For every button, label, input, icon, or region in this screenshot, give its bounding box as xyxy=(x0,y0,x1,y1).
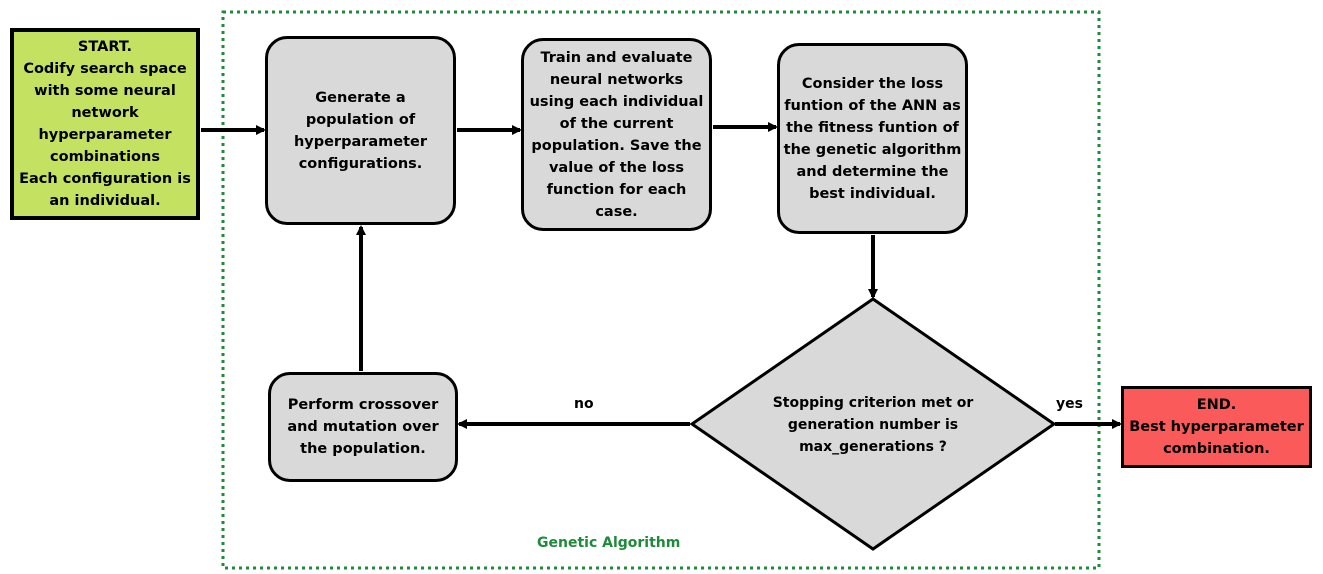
decision-diamond xyxy=(689,297,1057,551)
end-node-text: END. Best hyperparameter combination. xyxy=(1129,397,1304,457)
genetic-algorithm-group-border xyxy=(221,10,1101,570)
crossover-mutation-node: Perform crossover and mutation over the … xyxy=(268,372,458,482)
start-node: START. Codify search space with some neu… xyxy=(10,28,200,220)
generate-population-node: Generate a population of hyperparameter … xyxy=(265,36,456,225)
genetic-algorithm-label: Genetic Algorithm xyxy=(537,535,681,551)
train-evaluate-node: Train and evaluate neural networks using… xyxy=(521,38,712,231)
fitness-function-node: Consider the loss funtion of the ANN as … xyxy=(777,43,968,234)
start-node-text: START. Codify search space with some neu… xyxy=(19,39,191,209)
fitness-function-text: Consider the loss funtion of the ANN as … xyxy=(783,75,962,202)
generate-population-text: Generate a population of hyperparameter … xyxy=(293,89,428,172)
end-node: END. Best hyperparameter combination. xyxy=(1121,386,1312,468)
train-evaluate-text: Train and evaluate neural networks using… xyxy=(529,49,704,220)
decision-node-label: Stopping criterion met or generation num… xyxy=(740,370,1006,480)
edge-label-yes: yes xyxy=(1056,396,1083,412)
edge-label-no: no xyxy=(574,396,594,412)
decision-text: Stopping criterion met or generation num… xyxy=(772,395,974,455)
crossover-mutation-text: Perform crossover and mutation over the … xyxy=(287,397,439,457)
